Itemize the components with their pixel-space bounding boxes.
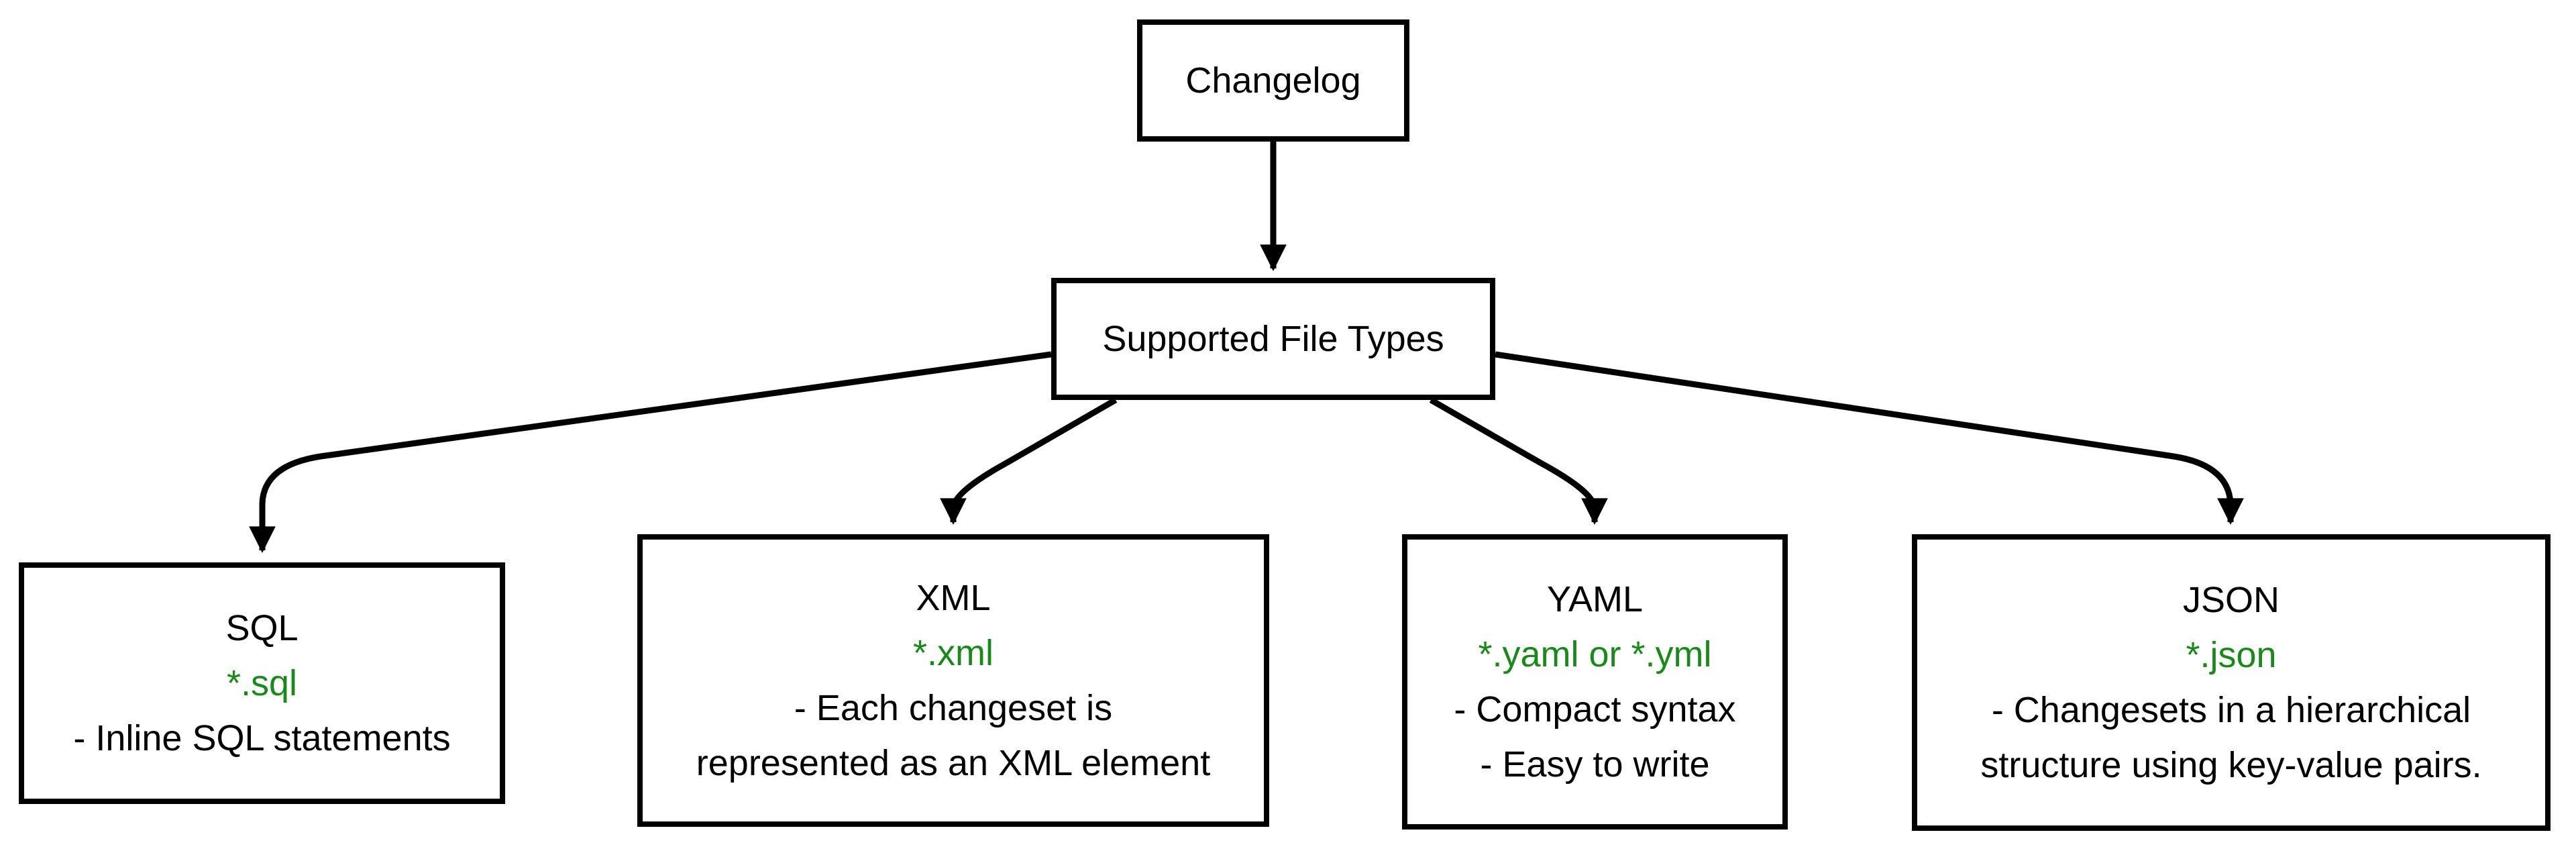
file-type-title: SQL	[225, 608, 299, 648]
file-type-pattern: *.yaml or *.yml	[1478, 634, 1712, 674]
node-changelog-label: Changelog	[1185, 60, 1361, 101]
node-json: JSON *.json - Changesets in a hierarchic…	[1912, 534, 2551, 831]
node-changelog: Changelog	[1137, 19, 1409, 142]
file-type-pattern: *.json	[2186, 635, 2277, 675]
node-xml: XML *.xml - Each changeset is represente…	[637, 534, 1269, 827]
file-type-description: - Easy to write	[1480, 744, 1710, 785]
node-supported-file-types-label: Supported File Types	[1102, 319, 1444, 359]
edge-supported-to-yaml	[1429, 397, 1608, 525]
node-supported-file-types: Supported File Types	[1051, 278, 1495, 400]
file-type-title: JSON	[2182, 580, 2280, 620]
node-yaml: YAML *.yaml or *.yml - Compact syntax - …	[1402, 534, 1788, 830]
edge-supported-to-sql	[249, 351, 1052, 553]
file-type-pattern: *.sql	[226, 663, 298, 703]
file-type-description: structure using key-value pairs.	[1980, 745, 2482, 785]
file-type-description: - Compact syntax	[1454, 689, 1736, 730]
file-type-pattern: *.xml	[913, 633, 994, 673]
edge-supported-to-json	[1495, 351, 2244, 525]
file-type-description: represented as an XML element	[696, 743, 1211, 783]
node-sql: SQL *.sql - Inline SQL statements	[19, 562, 505, 804]
file-type-title: YAML	[1546, 579, 1644, 619]
file-type-description: - Inline SQL statements	[73, 718, 451, 758]
file-type-description: - Each changeset is	[794, 688, 1113, 728]
edge-supported-to-xml	[940, 397, 1118, 525]
file-type-title: XML	[916, 578, 991, 618]
file-type-description: - Changesets in a hierarchical	[1991, 690, 2471, 730]
